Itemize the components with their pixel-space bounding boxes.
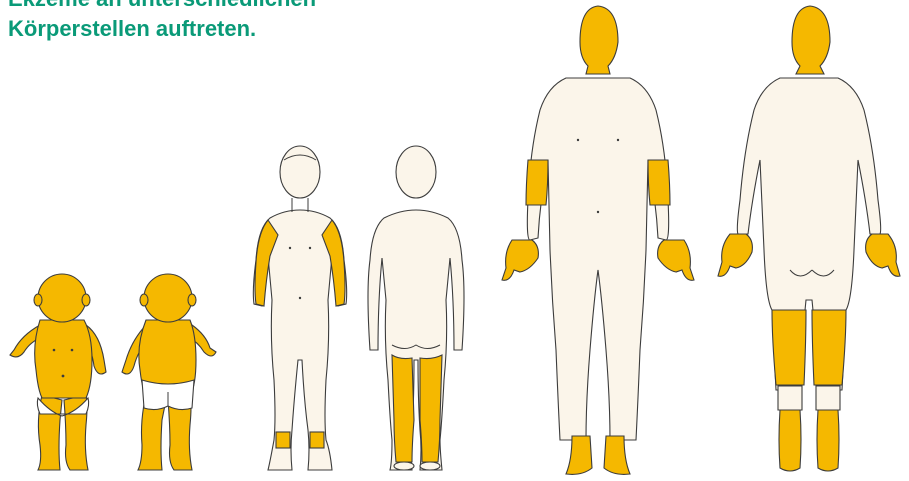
figure-adult-back bbox=[718, 6, 900, 471]
figure-adult-front bbox=[502, 6, 694, 474]
figure-child-front bbox=[253, 146, 346, 470]
figure-baby-back bbox=[122, 274, 216, 470]
figure-baby-front bbox=[10, 274, 106, 470]
figure-child-back bbox=[368, 146, 464, 470]
